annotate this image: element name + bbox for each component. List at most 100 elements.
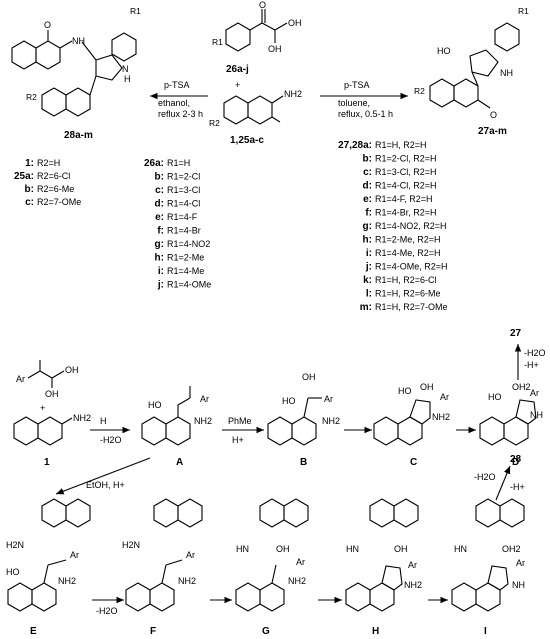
aryl-label: Ar [530, 388, 539, 398]
carbonyl-o: O [259, 0, 266, 10]
nh2-label: NH2 [194, 416, 212, 426]
step-arrow-e-f: -H2O [92, 596, 124, 616]
r1-label: R1 [212, 37, 223, 47]
ho-label: HO [437, 46, 451, 56]
aryl-label: Ar [516, 558, 525, 568]
oh-label: OH [45, 389, 59, 399]
compound-label: 28 [510, 454, 522, 465]
nh2-label: NH2 [73, 413, 91, 423]
intermediate-c: HO OH Ar NH2 C [373, 382, 450, 468]
table-row-id: k: [363, 275, 372, 286]
oh-label: OH [276, 544, 290, 554]
compound-label: F [150, 626, 156, 637]
table-row-id: c: [25, 197, 34, 208]
table-row-definition: R2=6-Cl [37, 171, 70, 181]
nh2-label: NH2 [284, 89, 302, 99]
ho-label: HO [6, 567, 20, 577]
table-row-definition: R1=4-F [167, 212, 198, 222]
table-row-definition: R1=4-OMe, R2=H [375, 262, 448, 272]
h2n-label: H2N [6, 540, 24, 550]
table-row-definition: R2=H [37, 158, 60, 168]
compound-label: H [372, 626, 379, 637]
intermediate-f: H2N Ar NH2 F [122, 498, 203, 637]
nh2-label: NH2 [178, 576, 196, 586]
arrow-to-27: p-TSA toluene, reflux, 0.5-1 h [320, 80, 408, 119]
ho-label: HO [282, 396, 296, 406]
table-row-id: e: [155, 212, 164, 223]
table-row-definition: R1=4-F, R2=H [375, 194, 433, 204]
aryl-label: Ar [70, 550, 79, 560]
table-row-id: m: [360, 302, 372, 313]
step-arrow-2: PhMe H+ [222, 416, 264, 445]
product-27: HO NH O R1 R2 27a-m [414, 6, 529, 137]
compound-label: 27 [510, 328, 522, 339]
branch-arrow-etoh: EtOH, H+ [55, 457, 151, 495]
n-label: N [122, 64, 129, 74]
carbonyl-o: O [490, 110, 497, 120]
nh2-label: NH2 [322, 416, 340, 426]
table-row-definition: R1=H, R2=6-Me [375, 289, 441, 299]
oh-label: OH [394, 544, 408, 554]
table-row-id: 26a: [144, 158, 164, 169]
table-row-id: f: [157, 226, 164, 237]
table-row-id: 1: [25, 158, 34, 169]
table-row-definition: R1=H, R2=6-Cl [375, 275, 437, 285]
hn-label: HN [346, 544, 359, 554]
table-row-id: e: [363, 194, 372, 205]
intermediate-i: HN OH2 Ar NH I [451, 498, 525, 637]
ho-label: HO [148, 400, 162, 410]
h-plus-label: H+ [232, 435, 244, 445]
aryl-label: Ar [186, 550, 195, 560]
oh2-label: OH2 [502, 544, 521, 554]
table-row-id: b: [363, 154, 372, 165]
intermediate-b: OH HO Ar NH2 B [267, 372, 340, 468]
table-row-definition: R1=4-Cl [167, 199, 200, 209]
intermediate-g: HN OH Ar NH2 G [235, 498, 309, 637]
table-row-definition: R1=4-NO2, R2=H [375, 221, 447, 231]
solvent-label: EtOH, H+ [86, 480, 125, 490]
nh2-label: NH2 [58, 576, 76, 586]
intermediate-a: HO Ar NH2 A [141, 386, 212, 468]
table-row-definition: R1=H [167, 158, 190, 168]
h2n-label: H2N [122, 540, 140, 550]
table-row-id: h: [155, 253, 164, 264]
hn-label: HN [454, 544, 467, 554]
r2-label: R2 [209, 118, 220, 128]
nh-label: NH [530, 410, 543, 420]
reagent-amine: NH2 R2 1,25a-c [209, 89, 302, 146]
aryl-label: Ar [200, 394, 209, 404]
h-plus-label: H [100, 416, 107, 426]
h-label: H [124, 74, 131, 84]
table-row-definition: R1=2-Cl [167, 172, 200, 182]
product-substituent-table: 27,28a:R1=H, R2=Hb:R1=2-Cl, R2=Hc:R1=3-C… [338, 140, 447, 313]
minus-water-label: -H2O [96, 606, 118, 616]
product-28: O NH N H R1 R2 28a-m [11, 6, 141, 141]
table-row-definition: R1=3-Cl, R2=H [375, 167, 437, 177]
oh-label: OH [302, 372, 316, 382]
table-row-id: f: [365, 208, 372, 219]
step-arrow-1: H -H2O [90, 416, 130, 445]
minus-water-label: -H2O [100, 435, 122, 445]
minus-water-label: -H2O [474, 472, 496, 482]
r2-label: R2 [414, 86, 425, 96]
table-row-id: d: [155, 199, 164, 210]
table-row-id: d: [363, 181, 372, 192]
compound-label: 1,25a-c [230, 135, 264, 146]
compound-label: E [30, 626, 37, 637]
nh2-label: NH2 [432, 412, 450, 422]
r1-label: R1 [130, 6, 141, 16]
solvent-label: toluene, [338, 98, 370, 108]
oh-label: OH [420, 382, 434, 392]
nh2-label: NH2 [288, 576, 306, 586]
nh-label: NH [512, 580, 525, 590]
intermediate-d: HO OH2 Ar NH D [479, 382, 543, 468]
table-row-definition: R1=4-Cl, R2=H [375, 181, 437, 191]
catalyst-label: p-TSA [344, 80, 370, 90]
carbonyl-o: O [44, 20, 51, 30]
table-row-definition: R1=2-Cl, R2=H [375, 154, 437, 164]
compound-label: B [300, 457, 307, 468]
solvent-label: ethanol, [158, 98, 190, 108]
table-row-id: h: [363, 235, 372, 246]
oh-label: OH [65, 365, 79, 375]
